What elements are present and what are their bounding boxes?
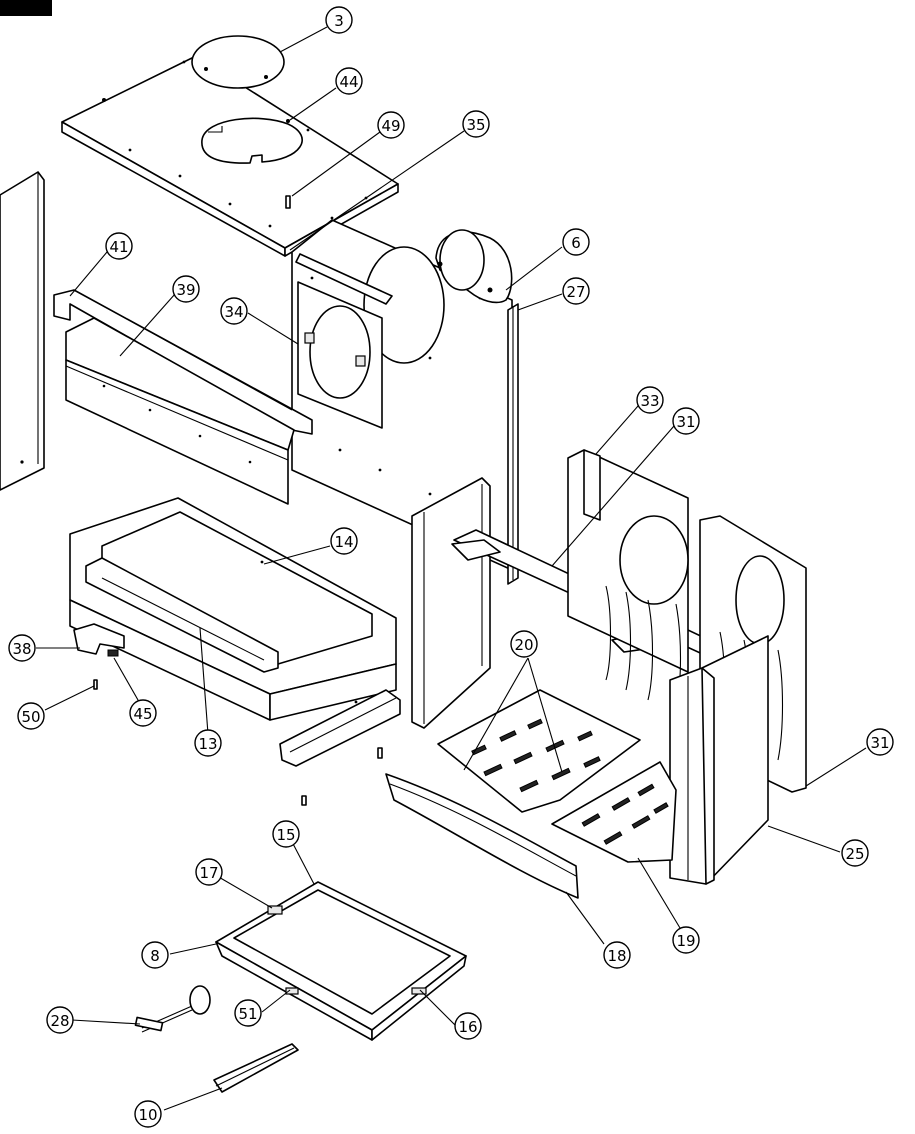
- svg-text:20: 20: [514, 636, 533, 654]
- svg-text:6: 6: [571, 234, 581, 252]
- svg-text:28: 28: [50, 1012, 69, 1030]
- bracket-38: [73, 623, 125, 655]
- callout-6: 6: [562, 228, 590, 256]
- svg-text:49: 49: [381, 117, 400, 135]
- callout-19: 19: [672, 926, 700, 954]
- callout-16: 16: [454, 1012, 482, 1040]
- callout-20: 20: [510, 630, 538, 658]
- front-lip-18: [385, 773, 579, 899]
- svg-text:3: 3: [334, 12, 344, 30]
- callout-3: 3: [325, 6, 353, 34]
- callout-34: 34: [220, 297, 248, 325]
- svg-text:15: 15: [276, 826, 295, 844]
- callout-8: 8: [141, 941, 169, 969]
- svg-text:19: 19: [676, 932, 695, 950]
- screw-a: [377, 747, 383, 759]
- callout-49: 49: [377, 111, 405, 139]
- svg-text:31: 31: [870, 734, 889, 752]
- callout-27: 27: [562, 277, 590, 305]
- svg-text:16: 16: [458, 1018, 477, 1036]
- screw-b: [301, 795, 307, 806]
- frame-14: [69, 497, 397, 721]
- callout-39: 39: [172, 275, 200, 303]
- callout-44: 44: [335, 67, 363, 95]
- svg-text:44: 44: [339, 73, 358, 91]
- svg-text:35: 35: [466, 116, 485, 134]
- side-panel-25: [669, 635, 769, 885]
- svg-text:39: 39: [176, 281, 195, 299]
- svg-text:17: 17: [199, 864, 218, 882]
- callout-13: 13: [194, 729, 222, 757]
- screw-50: [93, 679, 98, 690]
- ash-pan-15: [215, 881, 467, 1041]
- flue-collar: [435, 229, 513, 304]
- callout-10: 10: [134, 1100, 162, 1128]
- callout-38: 38: [8, 634, 36, 662]
- callout-28: 28: [46, 1006, 74, 1034]
- svg-text:45: 45: [133, 705, 152, 723]
- left-upright: [411, 477, 491, 729]
- callout-17: 17: [195, 858, 223, 886]
- top-plate: [61, 55, 399, 257]
- callout-25: 25: [841, 839, 869, 867]
- svg-text:34: 34: [224, 303, 243, 321]
- svg-text:51: 51: [238, 1005, 257, 1023]
- handle-28: [134, 985, 211, 1033]
- svg-text:50: 50: [21, 708, 40, 726]
- callout-31-right: 31: [866, 728, 894, 756]
- screw-49: [285, 195, 291, 209]
- grate-20: [437, 689, 641, 813]
- side-channel-27: [507, 303, 519, 585]
- callout-14: 14: [330, 527, 358, 555]
- callout-18: 18: [603, 941, 631, 969]
- svg-text:41: 41: [109, 238, 128, 256]
- clip-45: [107, 649, 119, 657]
- callout-15: 15: [272, 820, 300, 848]
- svg-text:27: 27: [566, 283, 585, 301]
- svg-text:18: 18: [607, 947, 626, 965]
- svg-text:31: 31: [676, 413, 695, 431]
- leader-lines: [36, 26, 867, 1111]
- svg-text:38: 38: [12, 640, 31, 658]
- svg-text:13: 13: [198, 735, 217, 753]
- back-panel: [291, 219, 513, 571]
- tool-10: [213, 1043, 299, 1093]
- svg-text:14: 14: [334, 533, 353, 551]
- svg-text:8: 8: [150, 947, 160, 965]
- baffle-39: [65, 317, 295, 505]
- svg-text:33: 33: [640, 392, 659, 410]
- left-side-panel: [0, 171, 45, 491]
- svg-text:10: 10: [138, 1106, 157, 1124]
- header-block: [0, 0, 52, 16]
- svg-text:25: 25: [845, 845, 864, 863]
- callout-50: 50: [17, 702, 45, 730]
- callout-41: 41: [105, 232, 133, 260]
- callout-33: 33: [636, 386, 664, 414]
- callout-35: 35: [462, 110, 490, 138]
- front-rail: [279, 689, 401, 767]
- cover-disc: [191, 35, 285, 89]
- callout-31-top: 31: [672, 407, 700, 435]
- grate-19: [551, 761, 677, 863]
- callout-45: 45: [129, 699, 157, 727]
- callout-51: 51: [234, 999, 262, 1027]
